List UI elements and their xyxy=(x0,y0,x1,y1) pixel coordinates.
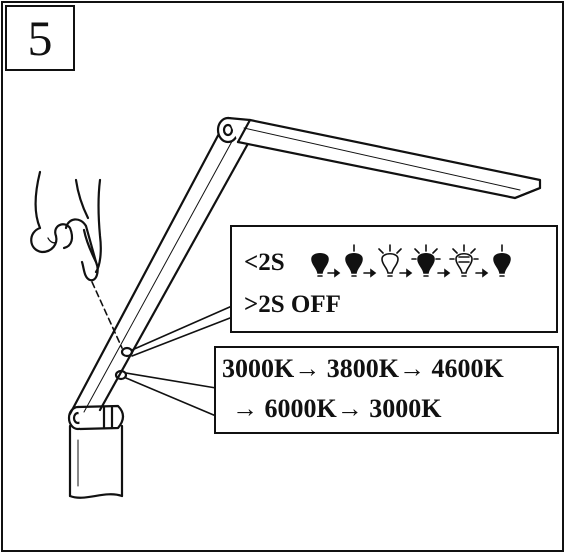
lamp-base xyxy=(68,424,124,499)
color-cycle-line-1: 3000K→ 3800K→ 4600K xyxy=(222,354,504,383)
bulb-level-5-icon xyxy=(449,244,479,277)
bulb-level-1-icon xyxy=(311,252,329,277)
bulb-level-2-icon xyxy=(345,244,363,277)
step-number: 5 xyxy=(27,10,53,66)
lower-hinge xyxy=(67,404,125,431)
color-cycle-line-2: → 6000K→ 3000K xyxy=(232,394,442,423)
touch-operation-callout: <2S xyxy=(230,225,558,333)
short-press-label: <2S xyxy=(244,249,285,276)
step-number-badge: 5 xyxy=(5,5,75,71)
bulb-level-4-icon xyxy=(411,244,441,277)
hand-illustration xyxy=(30,170,102,282)
lamp-head xyxy=(226,116,542,200)
brightness-steps xyxy=(311,244,511,278)
pointer-lines xyxy=(91,281,233,417)
long-press-label: >2S OFF xyxy=(244,291,341,318)
bulb-level-6-icon xyxy=(493,244,511,277)
color-temperature-callout: 3000K→ 3800K→ 4600K → 6000K→ 3000K xyxy=(214,346,559,434)
lamp-arm xyxy=(68,126,252,416)
bulb-level-3-icon xyxy=(378,244,402,277)
